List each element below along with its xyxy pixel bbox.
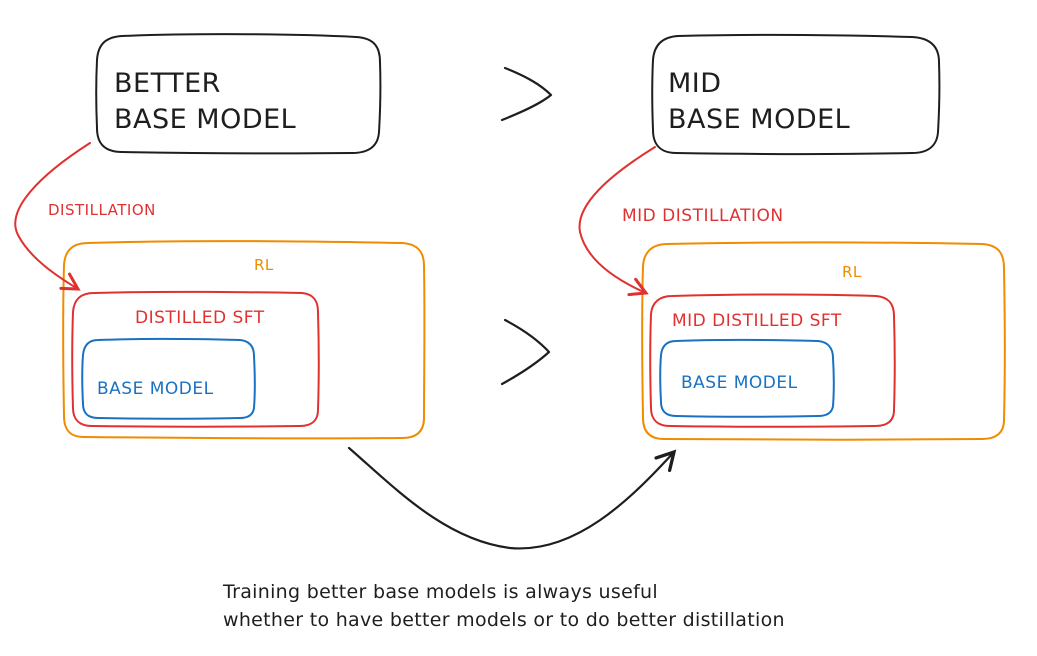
mid-label-line2: BASE MODEL <box>668 104 851 135</box>
right-mid-distillation-label: MID DISTILLATION <box>622 206 784 226</box>
mid-base-model-box <box>651 33 941 156</box>
right-mid-distillation-arrow <box>578 146 656 297</box>
right-rl-box <box>641 241 1006 441</box>
caption-line2: whether to have better models or to do b… <box>223 609 785 631</box>
left-rl-box <box>62 240 426 440</box>
left-base-model-label: BASE MODEL <box>97 379 214 399</box>
right-base-model-label: BASE MODEL <box>681 373 798 393</box>
better-base-model-label: BETTER BASE MODEL <box>114 66 296 138</box>
greater-than-middle <box>500 318 551 386</box>
right-mid-distilled-sft-label: MID DISTILLED SFT <box>672 311 842 331</box>
left-distillation-arrow <box>14 142 91 291</box>
left-distilled-sft-box <box>71 290 320 428</box>
mid-base-model-label: MID BASE MODEL <box>668 66 850 138</box>
right-base-model-box <box>659 338 835 418</box>
caption-line1: Training better base models is always us… <box>223 581 658 603</box>
caption: Training better base models is always us… <box>223 578 785 634</box>
right-mid-distilled-sft-box <box>649 293 896 428</box>
better-label-line2: BASE MODEL <box>114 104 297 135</box>
left-distilled-sft-label: DISTILLED SFT <box>135 308 265 328</box>
right-rl-label: RL <box>842 263 862 281</box>
better-label-line1: BETTER <box>114 68 221 99</box>
left-rl-label: RL <box>254 256 274 274</box>
left-base-model-box <box>81 337 256 420</box>
better-base-model-box <box>95 33 382 155</box>
mid-label-line1: MID <box>668 68 722 99</box>
greater-than-top <box>500 66 553 122</box>
left-distillation-label: DISTILLATION <box>48 201 156 219</box>
bottom-curved-arrow <box>347 446 677 550</box>
